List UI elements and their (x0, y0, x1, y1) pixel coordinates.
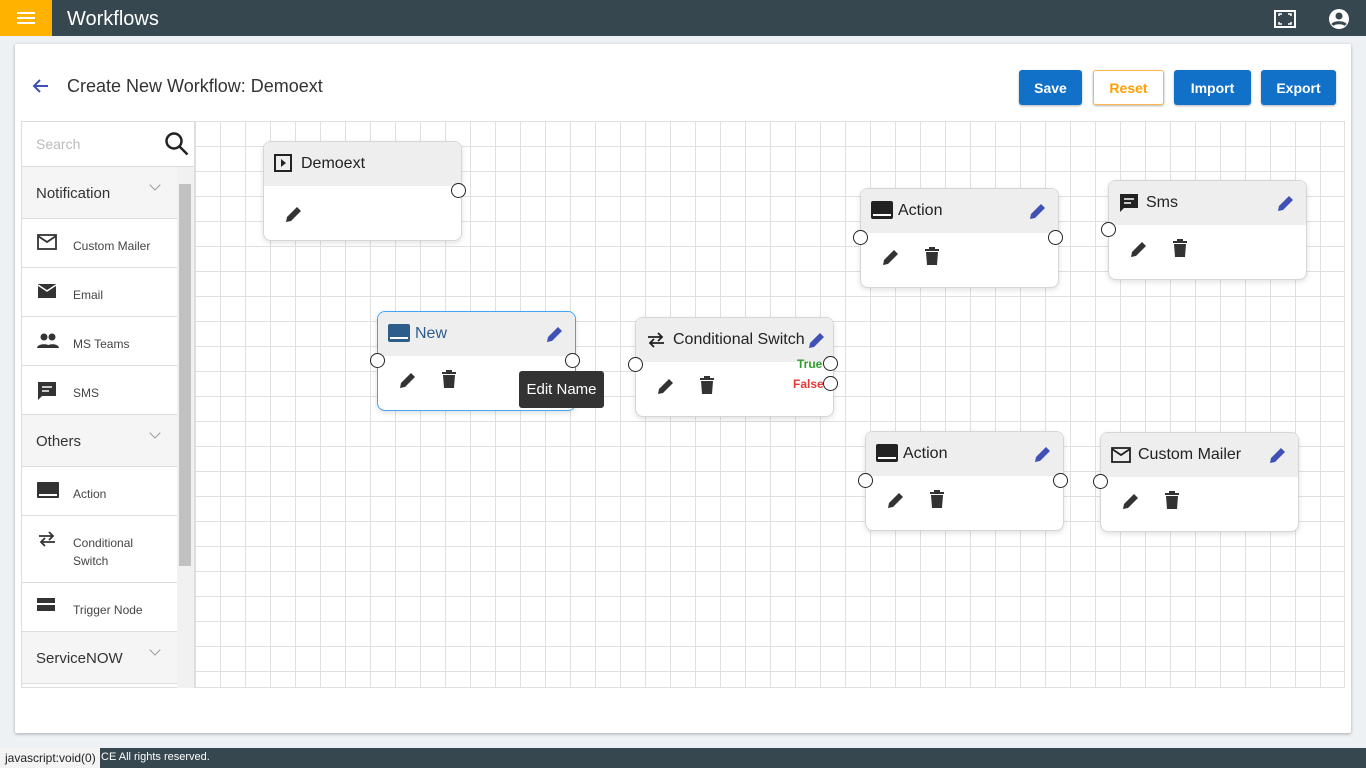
delete-icon[interactable] (698, 376, 716, 396)
input-port[interactable] (1101, 222, 1116, 237)
palette-item-action[interactable]: Action (22, 467, 177, 516)
input-port[interactable] (370, 353, 385, 368)
swap-icon (648, 332, 664, 348)
copyright-text: CE All rights reserved. (101, 751, 210, 763)
page-title: Create New Workflow: Demoext (67, 76, 323, 96)
mail-outline-icon (37, 234, 57, 250)
app-title: Workflows (67, 8, 159, 30)
trigger-icon (37, 598, 55, 611)
chevron-down-icon (149, 644, 161, 656)
palette-item-email[interactable]: Email (22, 268, 177, 317)
mail-icon (37, 284, 57, 298)
export-button[interactable]: Export (1261, 70, 1336, 105)
chat-icon (38, 382, 56, 400)
node-conditional-switch[interactable]: Conditional Switch (635, 317, 834, 417)
node-palette: Search Notification Custom Mailer Email … (21, 121, 195, 688)
edit-name-icon[interactable] (1033, 444, 1053, 464)
play-box-icon (274, 154, 292, 172)
search-icon[interactable] (164, 131, 190, 157)
true-output-port[interactable] (823, 356, 838, 371)
fullscreen-icon[interactable] (1274, 8, 1296, 30)
output-port[interactable] (1048, 230, 1063, 245)
edit-name-icon[interactable] (1028, 201, 1048, 221)
section-servicenow[interactable]: ServiceNOW (22, 632, 177, 684)
node-action[interactable]: Action (860, 188, 1059, 288)
swap-icon (39, 531, 55, 547)
section-notification[interactable]: Notification (22, 167, 177, 219)
output-port[interactable] (451, 183, 466, 198)
action-icon (871, 201, 893, 219)
scrollbar-thumb[interactable] (179, 184, 191, 566)
false-label: False (793, 377, 824, 391)
palette-item-custom-mailer[interactable]: Custom Mailer (22, 219, 177, 268)
edit-icon[interactable] (881, 247, 901, 267)
save-button[interactable]: Save (1019, 70, 1082, 105)
edit-icon[interactable] (398, 370, 418, 390)
edit-icon[interactable] (886, 490, 906, 510)
edit-name-icon[interactable] (1268, 445, 1288, 465)
search-input[interactable]: Search (22, 122, 194, 167)
input-port[interactable] (1093, 474, 1108, 489)
hamburger-icon (17, 12, 35, 24)
palette-item-conditional-switch[interactable]: Conditional Switch (22, 516, 177, 583)
footer (0, 748, 1366, 768)
palette-item-trigger-node[interactable]: Trigger Node (22, 583, 177, 632)
menu-button[interactable] (0, 0, 52, 36)
delete-icon[interactable] (1171, 239, 1189, 259)
false-output-port[interactable] (823, 376, 838, 391)
chevron-down-icon (149, 179, 161, 191)
output-port[interactable] (1053, 473, 1068, 488)
edit-icon[interactable] (1121, 491, 1141, 511)
palette-item-ms-teams[interactable]: MS Teams (22, 317, 177, 366)
top-bar: Workflows (0, 0, 1366, 36)
delete-icon[interactable] (1163, 491, 1181, 511)
edit-icon[interactable] (1129, 239, 1149, 259)
mail-outline-icon (1111, 447, 1131, 463)
action-icon (37, 482, 59, 498)
delete-icon[interactable] (928, 490, 946, 510)
people-icon (37, 333, 59, 348)
input-port[interactable] (628, 357, 643, 372)
delete-icon[interactable] (923, 247, 941, 267)
chevron-down-icon (149, 427, 161, 439)
back-arrow-icon[interactable] (32, 77, 50, 95)
action-icon (876, 444, 898, 462)
true-label: True (797, 357, 823, 371)
edit-icon[interactable] (656, 376, 676, 396)
section-others[interactable]: Others (22, 415, 177, 467)
browser-status-text: javascript:void(0) (0, 748, 100, 768)
node-custom-mailer[interactable]: Custom Mailer (1100, 432, 1299, 532)
input-port[interactable] (853, 230, 868, 245)
edit-icon[interactable] (284, 204, 304, 224)
input-port[interactable] (858, 473, 873, 488)
node-action[interactable]: Action (865, 431, 1064, 531)
palette-item-sms[interactable]: SMS (22, 366, 177, 415)
reset-button[interactable]: Reset (1093, 70, 1164, 105)
edit-name-icon[interactable] (807, 330, 827, 350)
delete-icon[interactable] (440, 370, 458, 390)
edit-name-tooltip: Edit Name (519, 371, 604, 408)
node-trigger-demoext[interactable]: Demoext (263, 141, 462, 241)
edit-name-icon[interactable] (1276, 193, 1296, 213)
import-button[interactable]: Import (1174, 70, 1251, 105)
edit-name-icon[interactable] (545, 324, 565, 344)
node-sms[interactable]: Sms (1108, 180, 1307, 280)
action-icon (388, 324, 410, 342)
account-icon[interactable] (1328, 8, 1350, 30)
output-port[interactable] (565, 353, 580, 368)
chat-icon (1120, 194, 1138, 212)
